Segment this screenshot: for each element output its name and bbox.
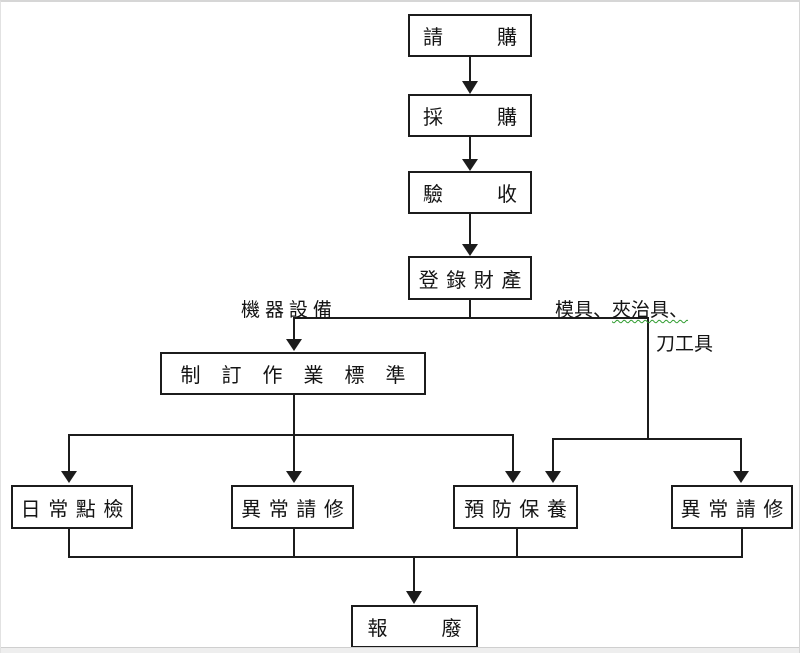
node-scrap-disposal: 報廢 <box>351 605 478 648</box>
node-daily-inspection-label: 日常點檢 <box>20 496 131 521</box>
arrow-to-scrap <box>406 557 422 604</box>
node-request-purchase-label: 請購 <box>423 25 571 49</box>
label-tooling-line2-text: 刀工具 <box>656 333 714 355</box>
arrow-acceptance-to-register <box>462 214 478 256</box>
node-acceptance-inspection-label: 驗收 <box>423 182 571 206</box>
arrow-right-to-preventive <box>545 438 561 483</box>
arrow-to-daily-inspection <box>61 434 77 483</box>
node-daily-inspection: 日常點檢 <box>11 485 133 529</box>
arrow-standards-to-repair-left <box>286 395 302 483</box>
label-tooling-line1-part1: 模具、 <box>555 299 613 321</box>
label-machinery-equipment-text: 機器設備 <box>241 299 337 321</box>
arrow-purchase-to-acceptance <box>462 137 478 171</box>
node-scrap-disposal-label: 報廢 <box>367 616 516 640</box>
node-purchase: 採購 <box>408 94 532 137</box>
node-establish-work-standards-label: 制訂作業標準 <box>180 363 427 387</box>
node-purchase-label: 採購 <box>423 105 571 129</box>
label-tooling-line1-part2: 夾治具、 <box>612 299 689 321</box>
node-acceptance-inspection: 驗收 <box>408 171 532 214</box>
node-abnormal-repair-right: 異常請修 <box>671 485 793 529</box>
node-preventive-maintenance: 預防保養 <box>453 485 578 529</box>
arrow-left-to-preventive <box>505 434 521 483</box>
arrow-request-to-purchase <box>462 57 478 94</box>
arrow-branch-to-standards <box>286 317 302 351</box>
label-machinery-equipment: 機器設備 <box>241 295 332 322</box>
arrow-to-repair-right <box>733 438 749 483</box>
bottom-edge-strip <box>1 647 799 653</box>
label-tooling-line1: 模具、夾治具、 <box>555 295 688 322</box>
node-register-property-label: 登錄財產 <box>418 267 529 292</box>
node-abnormal-repair-right-label: 異常請修 <box>680 496 791 521</box>
node-register-property: 登錄財產 <box>408 256 532 300</box>
node-establish-work-standards: 制訂作業標準 <box>160 352 426 395</box>
label-tooling-line2: 刀工具 <box>656 329 713 356</box>
node-preventive-maintenance-label: 預防保養 <box>464 496 575 521</box>
node-abnormal-repair-left: 異常請修 <box>231 485 354 529</box>
node-abnormal-repair-left-label: 異常請修 <box>241 496 352 521</box>
node-request-purchase: 請購 <box>408 14 532 57</box>
